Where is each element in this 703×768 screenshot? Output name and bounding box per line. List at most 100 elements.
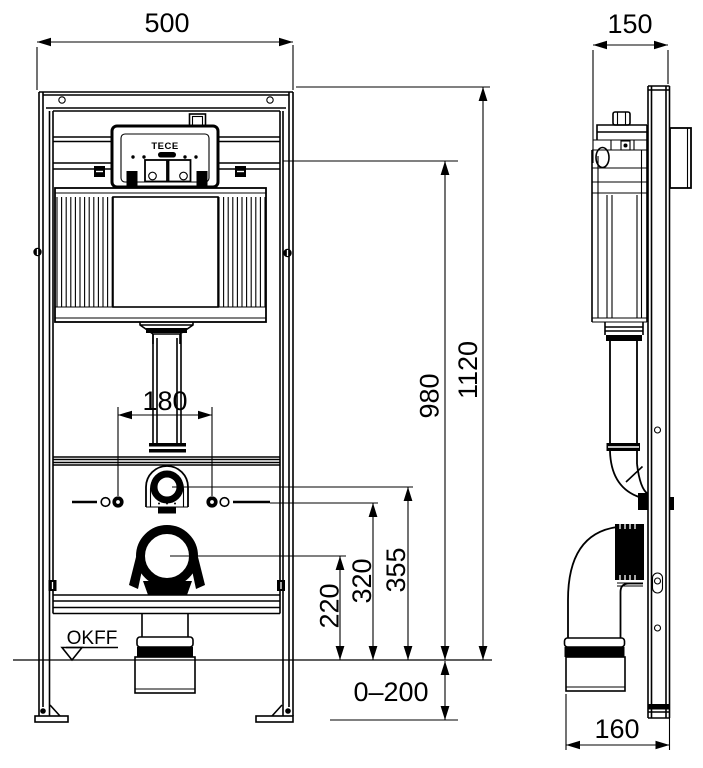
dim-frame-width: 500 xyxy=(36,8,294,90)
dim-500-lines xyxy=(36,41,294,90)
flush-window-hole-right xyxy=(179,171,188,181)
pipe-coupling-band-2 xyxy=(149,449,186,453)
actuator-side-rails xyxy=(53,136,280,170)
neck-coupling xyxy=(606,335,642,341)
cistern-neck xyxy=(604,322,644,335)
rod-hole-left xyxy=(100,496,111,508)
frame-rails xyxy=(38,92,294,716)
box-tab-left xyxy=(126,171,138,187)
flush-pipe-side-walls xyxy=(609,341,638,443)
foot-plate-left xyxy=(34,715,69,723)
inspection-box xyxy=(110,124,220,189)
foot-brace-left xyxy=(49,704,61,717)
flush-window-right xyxy=(167,159,192,183)
funnel-collar xyxy=(146,328,187,333)
frame-top-beam xyxy=(39,91,293,112)
rod-right-center xyxy=(210,500,214,504)
drain-seal-band-side xyxy=(564,647,625,657)
dim-drain-center-height: 220 xyxy=(170,555,346,660)
actuator-unit: TECE xyxy=(53,113,280,189)
flush-pipe-walls xyxy=(152,334,182,443)
dim-150-label: 150 xyxy=(607,9,652,39)
cistern-side-walls xyxy=(591,125,648,322)
float-loop xyxy=(595,146,610,169)
drain-cap-side xyxy=(563,637,626,648)
dim-220-label: 220 xyxy=(315,583,345,628)
frame-mid-crossbar xyxy=(53,456,280,466)
foot-brace-right xyxy=(271,704,283,717)
cistern-side-cap xyxy=(596,124,647,140)
dim-220-lines xyxy=(170,555,346,660)
frame-bottom-beams xyxy=(52,594,281,615)
side-view xyxy=(563,85,692,719)
okff-label: OKFF xyxy=(67,628,118,649)
cistern xyxy=(54,187,267,323)
box-dot-3 xyxy=(183,155,187,159)
drain-elbow-inner xyxy=(619,582,643,638)
cistern-side-bands xyxy=(592,139,647,323)
okff-triangle xyxy=(60,646,84,662)
rail-foot-band xyxy=(648,704,669,710)
pipe-coupling-band-1 xyxy=(149,443,186,447)
dim-drain-offset-depth: 160 xyxy=(565,694,671,750)
flush-pipe xyxy=(139,322,194,453)
cistern-ribs-left xyxy=(56,197,113,307)
cistern-ribs-right xyxy=(218,197,266,307)
bend-dot-2 xyxy=(166,502,168,505)
flush-pipe-side xyxy=(606,341,649,510)
dim-500-label: 500 xyxy=(144,8,189,38)
dim-180-label: 180 xyxy=(142,386,187,416)
fill-valve-cap xyxy=(188,113,207,127)
box-dot-1 xyxy=(131,155,135,159)
fill-valve-bolt-lines xyxy=(616,112,627,125)
box-dot-2 xyxy=(142,155,146,159)
cistern-body xyxy=(54,187,267,323)
top-beam-hole-left xyxy=(58,96,66,104)
rail-slot-hole xyxy=(653,577,662,585)
foot-plate-right xyxy=(255,715,294,723)
rod-left-center xyxy=(116,500,120,504)
bend-housing xyxy=(145,465,189,507)
dim-frame-height: 1120 xyxy=(296,86,490,660)
cistern-inner-verticals xyxy=(597,150,643,318)
dim-160-lines xyxy=(565,694,671,750)
dim-0-200-arrows xyxy=(440,661,450,720)
valve-detail-dot xyxy=(623,143,628,148)
rail-lines xyxy=(647,85,671,719)
dim-980-label: 980 xyxy=(415,373,445,418)
dim-cistern-top-height: 980 xyxy=(283,160,458,660)
dim-180-lines xyxy=(117,407,213,496)
drain-neck xyxy=(141,613,189,637)
box-dot-4 xyxy=(194,155,198,159)
dim-355-lines xyxy=(172,486,413,660)
cistern-lines xyxy=(55,192,266,319)
fixing-rods xyxy=(72,496,270,508)
mounting-frame xyxy=(33,91,294,716)
top-beam-hole-right xyxy=(266,96,274,104)
dim-flush-bolt-spacing: 180 xyxy=(117,386,213,496)
rail-hole-upper xyxy=(653,426,662,434)
dim-320-label: 320 xyxy=(347,558,377,603)
rail-slot xyxy=(651,572,664,594)
valve-detail-box xyxy=(620,140,631,151)
dimensions: 500 1120 980 180 355 320 xyxy=(36,8,671,750)
fill-valve-bolt xyxy=(612,111,631,126)
drain-side xyxy=(563,524,644,692)
dim-threaded-rod-height: 320 xyxy=(270,502,378,660)
dim-980-lines xyxy=(283,160,458,660)
front-view: TECE xyxy=(13,91,492,723)
wall-bracket xyxy=(669,127,692,189)
dim-1120-label: 1120 xyxy=(453,341,483,399)
dim-160-label: 160 xyxy=(594,714,639,744)
flush-window-hole-left xyxy=(148,171,157,181)
foot-bolt-right xyxy=(285,708,291,714)
bend-clamp xyxy=(158,507,176,514)
dim-frame-depth: 150 xyxy=(592,9,669,163)
cistern-side xyxy=(591,111,648,341)
dim-1120-lines xyxy=(296,86,490,660)
brand-logo: TECE xyxy=(151,141,178,152)
flush-elbow-edge xyxy=(625,465,644,483)
frame-feet xyxy=(34,704,294,723)
